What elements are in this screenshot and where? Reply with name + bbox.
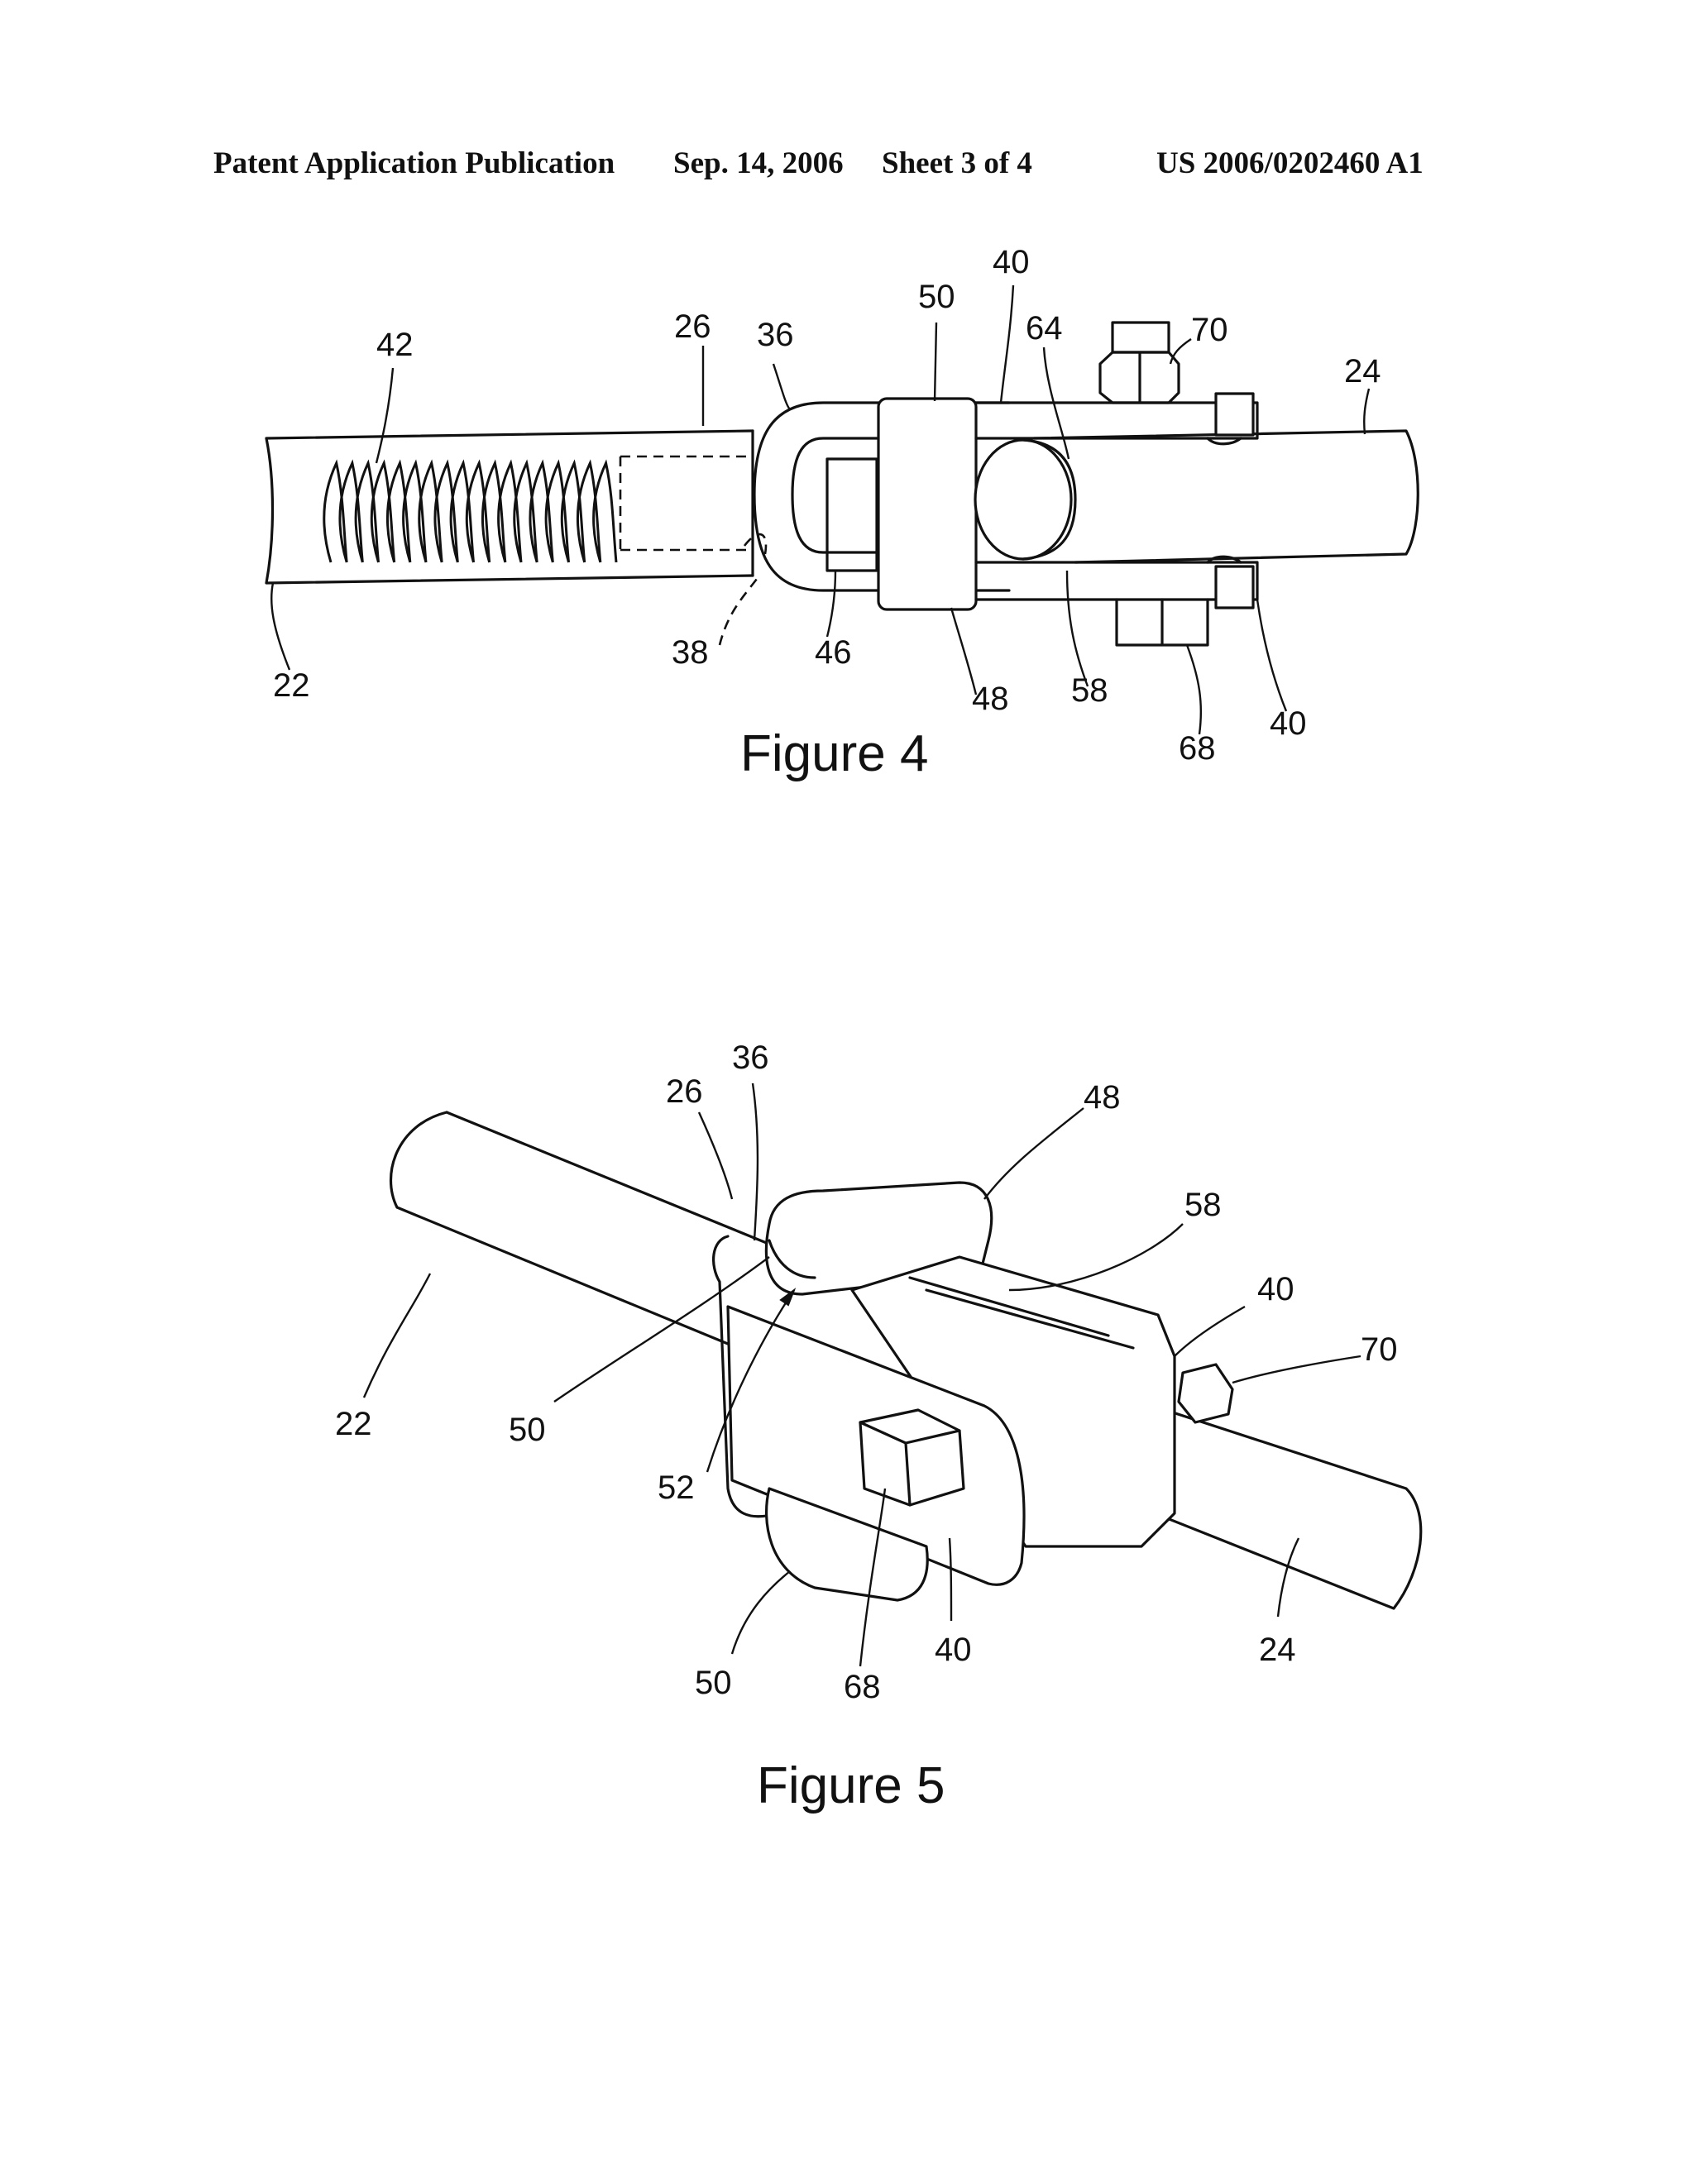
figure-5-caption: Figure 5 — [757, 1757, 945, 1814]
fig5-label-58: 58 — [1184, 1187, 1222, 1223]
nut-70 — [1098, 321, 1255, 437]
fig4-label-26: 26 — [674, 308, 711, 345]
fig4-label-48: 48 — [972, 681, 1009, 717]
fig4-label-40-top: 40 — [993, 244, 1030, 280]
hidden-bore — [619, 455, 753, 552]
fig5-label-70: 70 — [1361, 1331, 1398, 1368]
fig4-label-36: 36 — [757, 317, 794, 353]
clevis-36 — [712, 1235, 779, 1518]
sheet-number: Sheet 3 of 4 — [882, 146, 1032, 180]
figure-4-caption: Figure 4 — [740, 725, 928, 782]
rod-22 — [265, 429, 754, 585]
publication-date: Sep. 14, 2006 — [673, 146, 844, 180]
fig5-label-24: 24 — [1259, 1632, 1296, 1668]
bolt-head-68 — [859, 1408, 965, 1507]
fig4-label-58: 58 — [1071, 672, 1108, 709]
figure-4-leaders — [270, 284, 1371, 735]
block-50-lower — [764, 1487, 929, 1602]
block-48-edge — [768, 1239, 816, 1279]
fig5-label-40-lower: 40 — [935, 1632, 972, 1668]
fig4-label-40-bottom: 40 — [1270, 705, 1307, 742]
hidden-pin-38 — [743, 533, 768, 555]
fig4-label-22: 22 — [273, 667, 310, 704]
plate-58 — [908, 1276, 1135, 1350]
fig5-label-36: 36 — [732, 1039, 769, 1076]
fig5-label-50-lower: 50 — [695, 1665, 732, 1701]
figure-5-leaders — [362, 1082, 1361, 1667]
pin-64 — [974, 438, 1073, 561]
fig5-label-40-upper: 40 — [1257, 1271, 1294, 1307]
fig4-label-50: 50 — [918, 279, 955, 315]
publication-title: Patent Application Publication — [213, 146, 615, 180]
rod-24-notch — [1206, 437, 1242, 564]
publication-number: US 2006/0202460 A1 — [1156, 146, 1424, 180]
pin-64-side — [1022, 438, 1077, 561]
nut-70 — [1177, 1363, 1234, 1424]
clevis-36-inner — [791, 437, 878, 554]
fig4-label-46: 46 — [815, 634, 852, 671]
fig5-label-48: 48 — [1084, 1079, 1121, 1116]
fig4-label-42: 42 — [376, 327, 414, 363]
fig4-label-24: 24 — [1344, 353, 1381, 389]
fig5-label-50-upper: 50 — [509, 1412, 546, 1448]
spring-42 — [323, 459, 618, 563]
figure-5-drawing: 36 26 48 58 40 70 22 50 52 50 68 40 24 F… — [335, 1039, 1423, 1814]
plate-40-rear — [850, 1255, 1176, 1548]
rod-24 — [1032, 429, 1419, 564]
fig4-label-68: 68 — [1179, 730, 1216, 767]
block-48 — [877, 397, 978, 611]
fig5-label-22: 22 — [335, 1406, 372, 1442]
fig5-label-68: 68 — [844, 1669, 881, 1705]
bolt-head-68 — [1115, 565, 1255, 647]
fig4-label-38: 38 — [672, 634, 709, 671]
clevis-36 — [753, 401, 1011, 592]
rod-22-26 — [390, 1111, 833, 1345]
fig4-label-70: 70 — [1191, 312, 1228, 348]
link-46 — [825, 457, 878, 572]
rod-24 — [1007, 1363, 1423, 1610]
fig4-label-64: 64 — [1026, 310, 1063, 346]
fig5-label-52: 52 — [658, 1470, 695, 1506]
figure-4-drawing: 40 50 64 70 26 36 42 24 22 38 46 48 58 6… — [265, 244, 1419, 782]
fig5-label-26: 26 — [666, 1073, 703, 1110]
